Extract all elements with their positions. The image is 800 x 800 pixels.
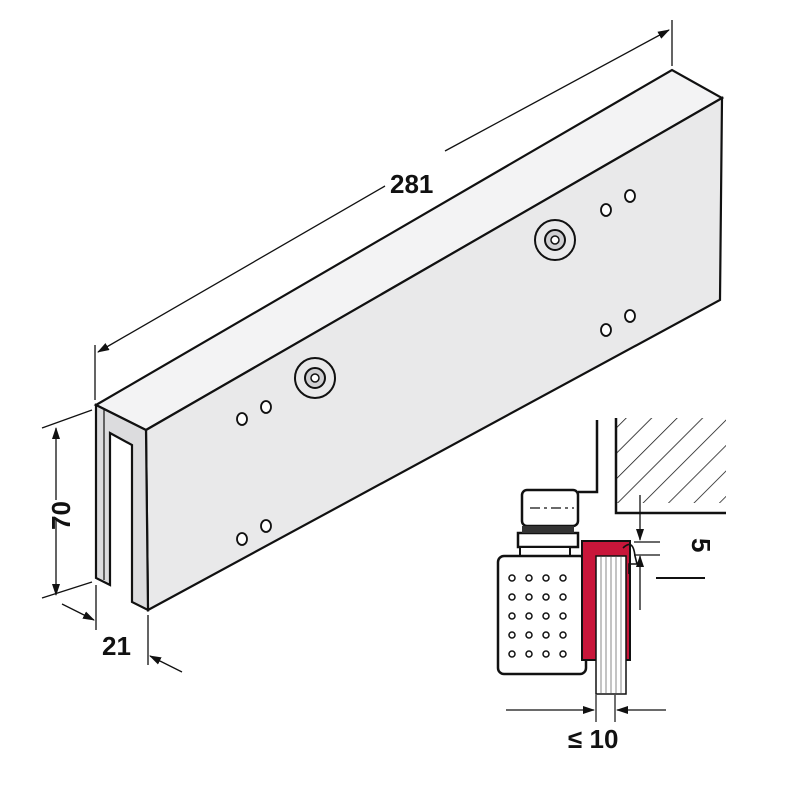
clamp-hole xyxy=(559,650,567,658)
dimension-height: 70 xyxy=(41,409,93,599)
clamp-hole xyxy=(542,631,550,639)
dimension-length: 281 xyxy=(94,20,673,400)
clamp-hole xyxy=(508,631,516,639)
pivot-hole-right xyxy=(534,219,576,261)
clamp-hole xyxy=(525,631,533,639)
dimension-length-label: 281 xyxy=(390,169,433,199)
clamp-hole xyxy=(508,593,516,601)
clamp-hole xyxy=(525,650,533,658)
clamp-hole xyxy=(508,574,516,582)
clamp-hole xyxy=(559,574,567,582)
pivot-hole-left xyxy=(294,357,336,399)
screw-holes xyxy=(236,189,636,546)
clamp-hole xyxy=(525,612,533,620)
dimension-glass-thickness-label: ≤ 10 xyxy=(568,724,618,754)
frame-outline xyxy=(578,420,599,494)
dimension-depth: 21 xyxy=(61,585,183,673)
clamp-hole xyxy=(525,593,533,601)
clamp-hole xyxy=(542,574,550,582)
clamp-hole xyxy=(559,631,567,639)
dimension-height-label: 70 xyxy=(46,501,76,530)
clamp-hole xyxy=(542,593,550,601)
dimension-gap-label: 5 xyxy=(686,538,716,552)
clamp-holes xyxy=(508,574,567,658)
profile-body xyxy=(93,68,725,612)
dimension-depth-label: 21 xyxy=(102,631,131,661)
inset-detail: 5 ≤ 10 xyxy=(496,418,726,754)
clamp-hole xyxy=(508,650,516,658)
clamp-hole xyxy=(525,574,533,582)
profile-end-u-channel xyxy=(94,403,150,612)
clamp-hole xyxy=(559,612,567,620)
clamp-hole xyxy=(542,612,550,620)
clamp-hole xyxy=(559,593,567,601)
clamp-hole xyxy=(508,612,516,620)
clamp-hole xyxy=(542,650,550,658)
ceiling-section xyxy=(616,418,726,503)
